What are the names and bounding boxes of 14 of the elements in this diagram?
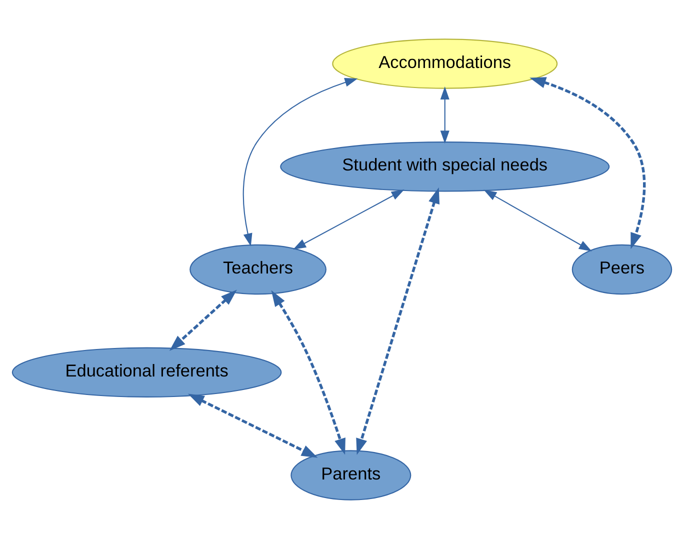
arrow [188,393,318,458]
arrow [530,76,646,249]
node-ellipse: Peers [572,244,672,294]
arrow [169,289,237,350]
node-ellipse: Student with special needs [280,141,610,192]
node-ellipse: Parents [290,450,412,500]
arrow [242,78,358,246]
node-ellipse: Educational referents [12,346,282,397]
arrow [271,290,346,454]
node-ellipse: Teachers [190,244,326,294]
arrow [484,189,592,251]
arrow [356,186,440,454]
arrow [293,189,404,250]
arrow [440,86,450,144]
